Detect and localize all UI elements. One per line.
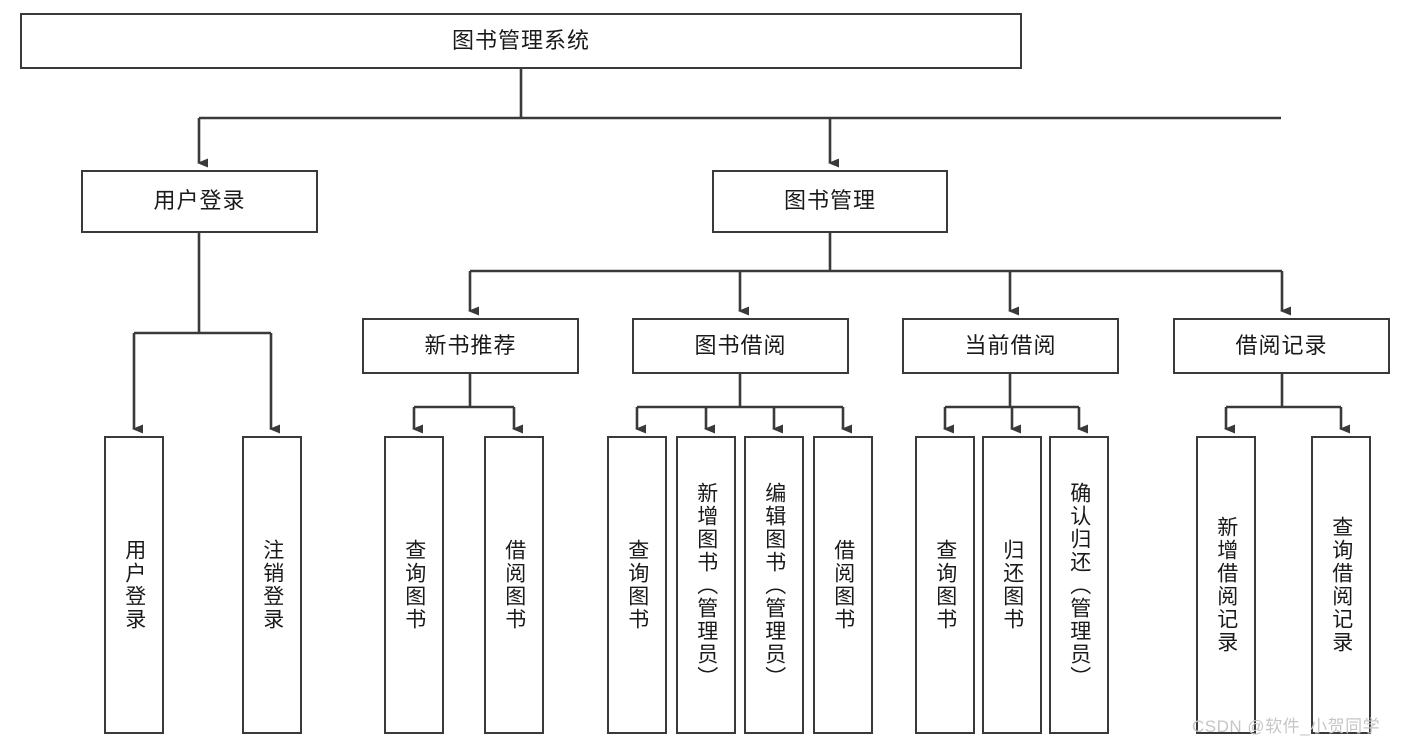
node-label: 借阅图书 [831,539,855,631]
node-leaf-query-book-1[interactable]: 查询图书 [384,436,444,734]
node-label: 查询图书 [933,539,957,631]
node-label: 借阅记录 [1235,332,1328,358]
node-leaf-edit-book[interactable]: 编辑图书（管理员） [744,436,804,734]
node-label: 编辑图书（管理员） [762,481,786,689]
node-label: 图书管理系统 [451,27,590,53]
node-leaf-borrow-book-2[interactable]: 借阅图书 [813,436,873,734]
node-leaf-query-book-3[interactable]: 查询图书 [915,436,975,734]
node-label: 注销登录 [260,539,284,631]
node-label: 新增图书（管理员） [694,481,718,689]
node-book-management-system[interactable]: 图书管理系统 [20,13,1022,69]
node-leaf-confirm-return[interactable]: 确认归还（管理员） [1049,436,1109,734]
node-label: 图书借阅 [694,332,787,358]
node-leaf-query-book-2[interactable]: 查询图书 [607,436,667,734]
node-leaf-return-book[interactable]: 归还图书 [982,436,1042,734]
node-label: 图书管理 [783,188,876,214]
node-label: 借阅图书 [502,539,526,631]
node-label: 新增借阅记录 [1214,516,1238,654]
node-borrow-record[interactable]: 借阅记录 [1173,318,1390,374]
node-book-management[interactable]: 图书管理 [712,170,948,233]
node-label: 查询图书 [402,539,426,631]
node-label: 用户登录 [153,188,246,214]
csdn-watermark: CSDN @软件_小贺同学 [1192,717,1381,736]
node-book-borrow[interactable]: 图书借阅 [632,318,849,374]
node-leaf-query-record[interactable]: 查询借阅记录 [1311,436,1371,734]
node-user-login[interactable]: 用户登录 [81,170,318,233]
node-leaf-borrow-book-1[interactable]: 借阅图书 [484,436,544,734]
node-current-borrow[interactable]: 当前借阅 [902,318,1119,374]
node-label: 查询图书 [625,539,649,631]
node-leaf-add-record[interactable]: 新增借阅记录 [1196,436,1256,734]
node-leaf-add-book[interactable]: 新增图书（管理员） [676,436,736,734]
node-label: 确认归还（管理员） [1067,481,1091,689]
node-label: 用户登录 [122,539,146,631]
node-new-book-recommend[interactable]: 新书推荐 [362,318,579,374]
node-label: 归还图书 [1000,539,1024,631]
node-label: 新书推荐 [424,332,517,358]
node-leaf-logout-login[interactable]: 注销登录 [242,436,302,734]
node-label: 查询借阅记录 [1329,516,1353,654]
node-label: 当前借阅 [964,332,1057,358]
node-leaf-user-login[interactable]: 用户登录 [104,436,164,734]
